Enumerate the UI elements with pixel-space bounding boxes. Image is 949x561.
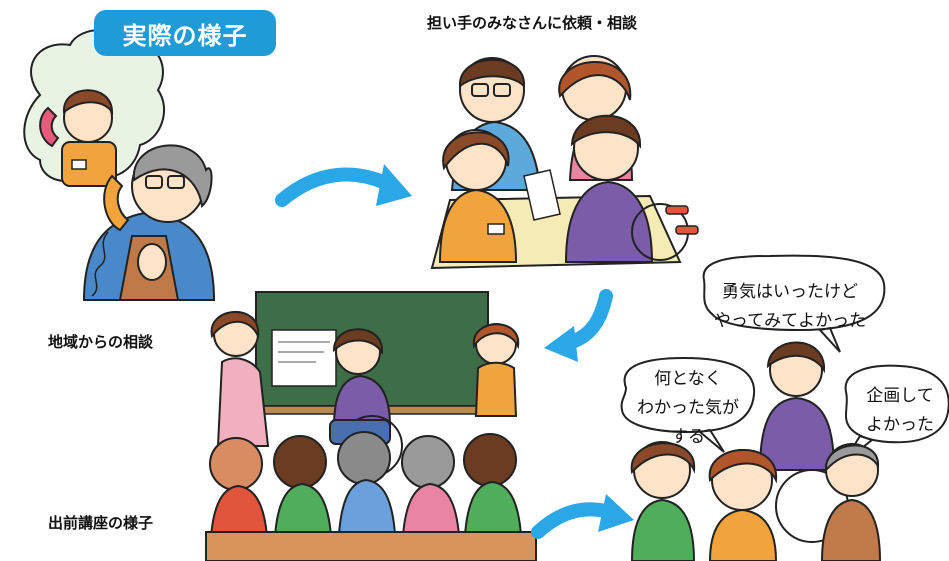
flow-arrow-3-head — [598, 494, 634, 532]
phone-consultation-scene — [23, 29, 216, 301]
operator-body — [61, 141, 117, 187]
page-title-badge: 実際の様子 — [94, 10, 276, 56]
speech-text-planned: 企画して よかった — [866, 386, 934, 435]
speech-text-understood: 何となく わかった気がする — [637, 369, 739, 447]
caller-hand — [137, 243, 167, 281]
lecture-poster — [271, 329, 337, 387]
phone-cord — [91, 231, 109, 297]
flow-arrow-1-head — [376, 164, 412, 206]
caption-consult: 地域からの相談 — [48, 333, 154, 351]
speech-text-courage: 勇気はいったけど やってみてよかった — [713, 282, 867, 331]
speech-bubble-understood — [620, 356, 756, 453]
meeting-scene — [430, 55, 699, 270]
phone-receiver-right — [103, 174, 130, 232]
speech-bubble-courage — [702, 254, 886, 353]
lecture-scene — [205, 291, 537, 561]
happy-group-scene — [620, 254, 949, 561]
caption-request: 担い手のみなさんに依頼・相談 — [427, 14, 638, 32]
flow-arrow-1 — [275, 167, 399, 207]
caption-lecture: 出前講座の様子 — [48, 514, 154, 532]
phone-receiver-left — [39, 106, 60, 148]
flow-arrow-2-head — [544, 326, 578, 362]
